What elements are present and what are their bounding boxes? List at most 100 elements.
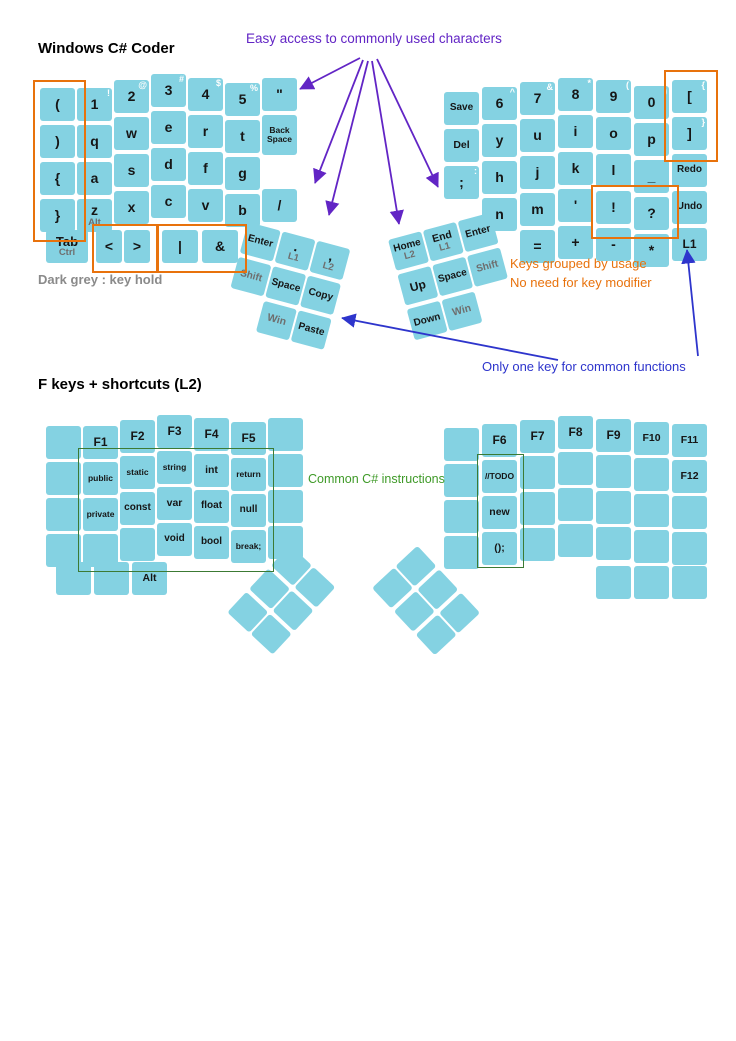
key-paren-close[interactable]: ) [40,125,75,158]
key-g[interactable]: g [225,157,260,190]
key-static[interactable]: static [120,456,155,489]
key-redo[interactable]: Redo [672,154,707,187]
key-x[interactable]: x [114,191,149,224]
key-brace-close[interactable]: } [40,199,75,232]
key-win[interactable]: Win [441,291,483,332]
key-bracket-open[interactable]: [{ [672,80,707,113]
key-blank[interactable] [596,566,631,599]
key-r[interactable]: r [188,115,223,148]
key-f[interactable]: f [188,152,223,185]
key-p[interactable]: p [634,123,669,156]
key-f2[interactable]: F2 [120,420,155,453]
key-blank[interactable] [558,524,593,557]
key-period[interactable]: .L1 [274,231,316,272]
key-f12[interactable]: F12 [672,460,707,493]
key-7[interactable]: 7& [520,82,555,115]
key-brace-open[interactable]: { [40,162,75,195]
key-alt[interactable]: Alt [132,562,167,595]
key-const[interactable]: const [120,492,155,525]
key-paste[interactable]: Paste [290,310,332,350]
key-blank[interactable] [444,428,479,461]
key-blank[interactable] [634,494,669,527]
key-string[interactable]: string [157,451,192,484]
key-slash[interactable]: / [262,189,297,222]
key-u[interactable]: u [520,119,555,152]
key-quote[interactable]: " [262,78,297,111]
key-space[interactable]: Space [432,256,474,297]
key-new[interactable]: new [482,496,517,529]
key-t[interactable]: t [225,120,260,153]
key-b[interactable]: b [225,194,260,227]
key-k[interactable]: k [558,152,593,185]
key-e[interactable]: e [151,111,186,144]
key-underscore[interactable]: _ [634,160,669,193]
key-semicolon[interactable]: ;: [444,166,479,199]
key-shift[interactable]: Shift [466,247,508,288]
key-call-parens[interactable]: (); [482,532,517,565]
key-6[interactable]: 6^ [482,87,517,120]
key-m[interactable]: m [520,193,555,226]
key-blank[interactable] [444,536,479,569]
key-up[interactable]: Up [397,265,439,306]
key-asterisk[interactable]: * [634,234,669,267]
key-blank[interactable] [634,458,669,491]
key-todo-comment[interactable]: //TODO [482,460,517,493]
key-f1[interactable]: F1 [83,426,118,459]
key-2[interactable]: 2@ [114,80,149,113]
key-blank[interactable] [520,528,555,561]
key-blank[interactable] [46,462,81,495]
key-var[interactable]: var [157,487,192,520]
key-backspace[interactable]: Back Space [262,115,297,155]
key-ampersand[interactable]: & [202,230,238,263]
key-blank[interactable] [520,492,555,525]
key-win[interactable]: Win [255,300,297,341]
key-f4[interactable]: F4 [194,418,229,451]
key-blank[interactable] [94,562,129,595]
key-f3[interactable]: F3 [157,415,192,448]
key-paren-open[interactable]: ( [40,88,75,121]
key-9[interactable]: 9( [596,80,631,113]
key-1[interactable]: 1! [77,88,112,121]
key-bool[interactable]: bool [194,526,229,559]
key-blank[interactable] [672,532,707,565]
key-blank[interactable] [444,500,479,533]
key-blank[interactable] [46,534,81,567]
key-f11[interactable]: F11 [672,424,707,457]
key-greater-than[interactable]: > [124,230,150,263]
key-plus[interactable]: + [558,226,593,259]
key-blank[interactable] [520,456,555,489]
key-question[interactable]: ? [634,197,669,230]
key-v[interactable]: v [188,189,223,222]
key-blank[interactable] [596,491,631,524]
key-blank[interactable] [634,566,669,599]
key-float[interactable]: float [194,490,229,523]
key-o[interactable]: o [596,117,631,150]
key-private[interactable]: private [83,498,118,531]
key-h[interactable]: h [482,161,517,194]
key-blank[interactable] [596,527,631,560]
key-blank[interactable] [46,426,81,459]
key-8[interactable]: 8* [558,78,593,111]
key-a[interactable]: a [77,162,112,195]
key-f6[interactable]: F6 [482,424,517,457]
key-apostrophe[interactable]: ' [558,189,593,222]
key-l[interactable]: l [596,154,631,187]
key-f7[interactable]: F7 [520,420,555,453]
key-blank[interactable] [558,452,593,485]
key-blank[interactable] [672,566,707,599]
key-less-than[interactable]: < [96,230,122,263]
key-4[interactable]: 4$ [188,78,223,111]
key-break[interactable]: break; [231,530,266,563]
key-space[interactable]: Space [265,266,307,306]
key-minus[interactable]: - [596,228,631,261]
key-y[interactable]: y [482,124,517,157]
key-blank[interactable] [558,488,593,521]
key-blank[interactable] [120,528,155,561]
key-d[interactable]: d [151,148,186,181]
key-save[interactable]: Save [444,92,479,125]
key-bracket-close[interactable]: ]} [672,117,707,150]
key-equals[interactable]: = [520,230,555,263]
key-f8[interactable]: F8 [558,416,593,449]
